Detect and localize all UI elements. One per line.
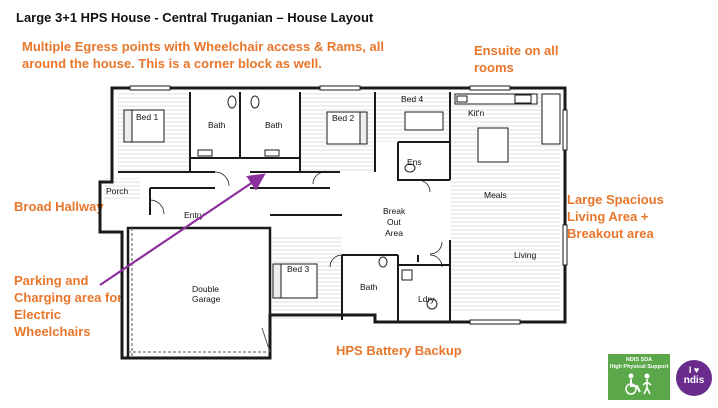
battery-callout: HPS Battery Backup bbox=[336, 343, 462, 358]
room-label-breakout-3: Area bbox=[385, 228, 403, 238]
wheelchair-icon bbox=[625, 373, 652, 395]
parking-line-4: Wheelchairs bbox=[14, 324, 91, 339]
room-label-living: Living bbox=[514, 250, 536, 260]
room-label-garage-1: Double bbox=[192, 284, 219, 294]
living-line-3: Breakout area bbox=[567, 226, 654, 241]
room-label-kitchen: Kit'n bbox=[468, 108, 485, 118]
room-label-entry: Entry bbox=[184, 210, 205, 220]
room-labels: Bed 1 Bath Bath Bed 2 Bed 4 Kit'n Ens Po… bbox=[106, 94, 536, 304]
bathroom-fixtures bbox=[197, 95, 444, 310]
room-label-meals: Meals bbox=[484, 190, 507, 200]
parking-callout: Parking and Charging area for Electric W… bbox=[14, 272, 122, 340]
room-label-breakout-1: Break bbox=[383, 206, 406, 216]
ensuite-line-1: Ensuite on all bbox=[474, 43, 559, 58]
room-label-breakout-2: Out bbox=[387, 217, 401, 227]
room-label-porch: Porch bbox=[106, 186, 128, 196]
ndis-sda-badge: NDIS SDA High Physical Support bbox=[608, 354, 670, 400]
windows bbox=[129, 85, 568, 325]
ndis-logo: I ♥ ndis bbox=[676, 360, 712, 396]
room-label-garage-2: Garage bbox=[192, 294, 221, 304]
hallway-callout: Broad Hallway bbox=[14, 199, 104, 214]
ensuite-line-2: rooms bbox=[474, 60, 514, 75]
door-swings bbox=[149, 171, 443, 268]
bed-furniture bbox=[123, 109, 368, 299]
sda-badge-line-1: NDIS SDA bbox=[625, 357, 653, 363]
parking-line-1: Parking and bbox=[14, 273, 89, 288]
egress-line-2: around the house. This is a corner block… bbox=[22, 56, 322, 71]
page-title: Large 3+1 HPS House - Central Truganian … bbox=[16, 10, 374, 25]
heart-icon: ♥ bbox=[693, 365, 700, 375]
egress-callout: Multiple Egress points with Wheelchair a… bbox=[22, 38, 384, 72]
room-label-ens: Ens bbox=[407, 157, 422, 167]
garage bbox=[126, 226, 272, 360]
interior-walls bbox=[118, 92, 451, 322]
living-line-2: Living Area + bbox=[567, 209, 649, 224]
room-label-bed3: Bed 3 bbox=[287, 264, 309, 274]
room-label-bed4: Bed 4 bbox=[401, 94, 423, 104]
parking-arrow bbox=[99, 173, 266, 286]
living-callout: Large Spacious Living Area + Breakout ar… bbox=[567, 191, 664, 242]
egress-line-1: Multiple Egress points with Wheelchair a… bbox=[22, 39, 384, 54]
sda-badge-line-2: High Physical Support bbox=[609, 364, 669, 370]
ndis-logo-i: I bbox=[688, 365, 692, 375]
kitchen-fixtures bbox=[454, 93, 561, 163]
parking-line-2: Charging area for bbox=[14, 290, 123, 305]
room-label-bath1: Bath bbox=[208, 120, 226, 130]
room-label-ldry: Ldry bbox=[418, 294, 435, 304]
ndis-logo-top: I ♥ bbox=[676, 365, 712, 375]
living-line-1: Large Spacious bbox=[567, 192, 664, 207]
room-label-bath3: Bath bbox=[360, 282, 378, 292]
room-label-bath2: Bath bbox=[265, 120, 283, 130]
ensuite-callout: Ensuite on all rooms bbox=[474, 42, 559, 76]
room-label-bed2: Bed 2 bbox=[332, 113, 354, 123]
room-label-bed1: Bed 1 bbox=[136, 112, 158, 122]
ndis-logo-text: ndis bbox=[683, 375, 705, 386]
parking-line-3: Electric bbox=[14, 307, 61, 322]
